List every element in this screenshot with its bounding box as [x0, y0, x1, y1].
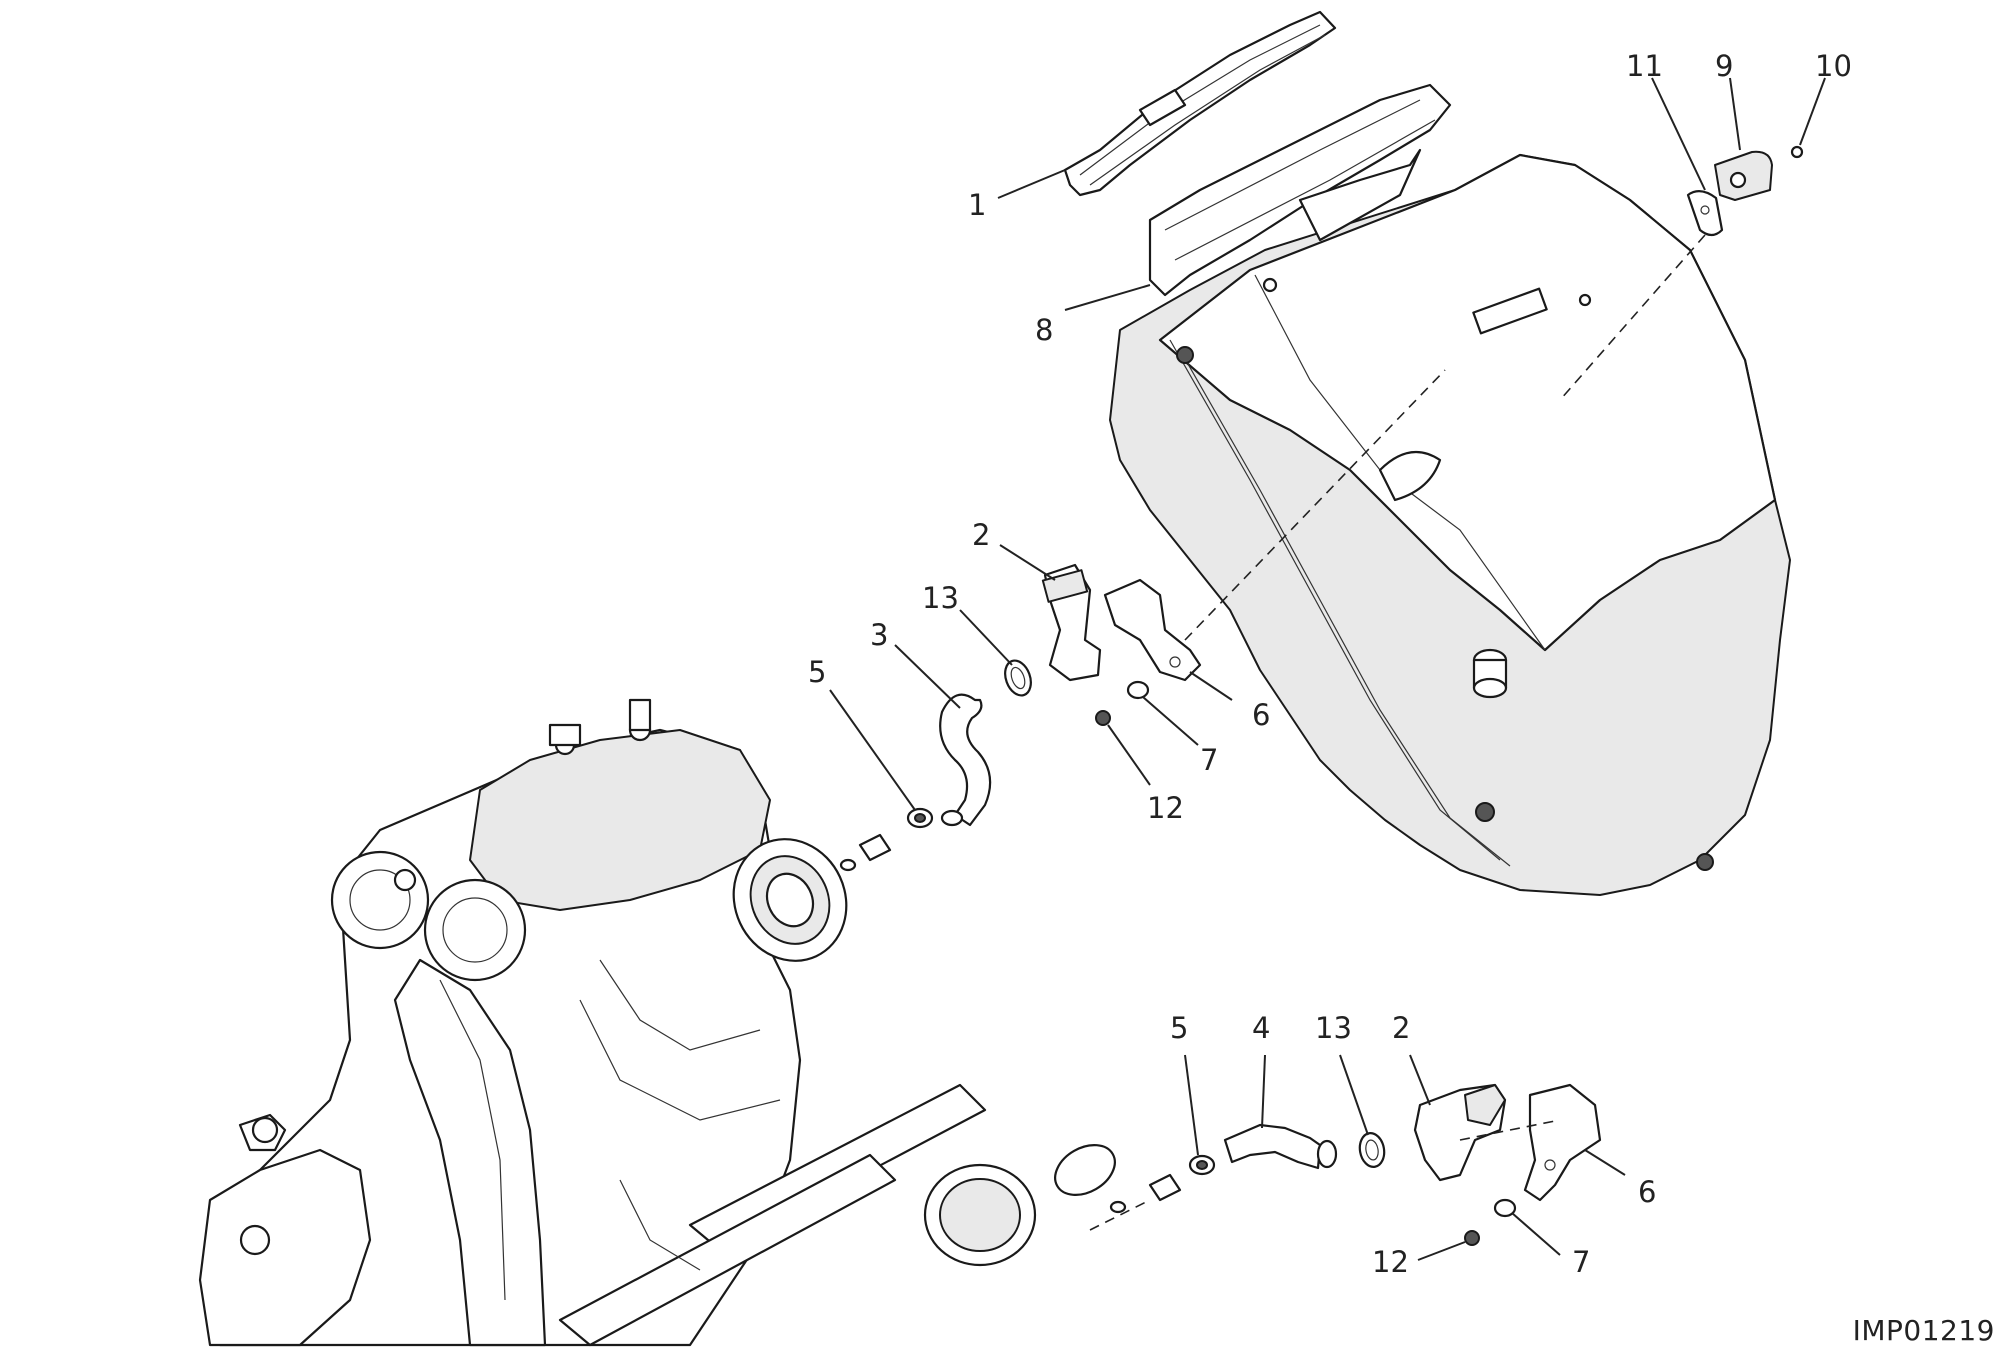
assembly-axis-hose	[1089, 1199, 1151, 1231]
callout-4: 4	[1252, 1011, 1270, 1045]
part-12-screw-upper	[1095, 710, 1111, 726]
fitting-lower	[1109, 1173, 1182, 1214]
callout-13-upper: 13	[922, 581, 959, 615]
leader-lines	[829, 77, 1826, 1261]
part-5-grommet-lower	[1188, 1154, 1216, 1176]
part-7-washer-upper	[1126, 680, 1150, 700]
callout-12-upper: 12	[1147, 791, 1184, 825]
callout-7-upper: 7	[1200, 743, 1218, 777]
callout-9: 9	[1715, 49, 1733, 83]
part-5-grommet-upper	[906, 807, 934, 829]
airbox-housing	[1109, 153, 1791, 896]
drawing-code: IMP01219	[1852, 1314, 1995, 1347]
part-10-screw	[1790, 145, 1804, 159]
callout-8: 8	[1035, 313, 1053, 347]
part-1-top-cover	[1063, 10, 1337, 197]
callout-12-lower: 12	[1372, 1245, 1409, 1279]
fitting-upper	[839, 833, 892, 872]
callout-5-lower: 5	[1170, 1011, 1188, 1045]
callout-10: 10	[1815, 49, 1852, 83]
part-2-valve-lower	[1413, 1083, 1507, 1182]
callout-1: 1	[968, 188, 986, 222]
part-13-clamp-lower	[1358, 1132, 1386, 1168]
part-2-valve-upper	[1041, 563, 1102, 682]
part-7-washer-lower	[1493, 1198, 1517, 1218]
part-6-bracket-upper	[1103, 578, 1202, 682]
part-4-hose-lower	[1223, 1123, 1338, 1170]
assembly-axis-upper	[1184, 369, 1446, 641]
assembly-axis-top	[1559, 234, 1706, 401]
callout-13-lower: 13	[1315, 1011, 1352, 1045]
callout-6-lower: 6	[1638, 1175, 1656, 1209]
part-6-bracket-lower	[1523, 1083, 1602, 1202]
callout-2-lower: 2	[1392, 1011, 1410, 1045]
callout-11: 11	[1626, 49, 1663, 83]
callout-3: 3	[870, 618, 888, 652]
callout-numbers: 1 8 11 9 10 2 13 3 5 6 7 12 5 4 13 2 6 7…	[808, 49, 1852, 1279]
part-12-screw-lower	[1464, 1230, 1480, 1246]
part-11-gasket	[1686, 190, 1724, 237]
callout-6-upper: 6	[1252, 698, 1270, 732]
callout-5-upper: 5	[808, 655, 826, 689]
part-8-intake-duct	[1148, 83, 1452, 297]
part-13-clamp-upper	[1004, 659, 1032, 697]
engine-block	[198, 698, 1116, 1347]
callout-7-lower: 7	[1572, 1245, 1590, 1279]
part-9-sensor-housing	[1714, 150, 1773, 201]
callout-2-upper: 2	[972, 518, 990, 552]
part-3-hose-upper	[939, 693, 992, 827]
